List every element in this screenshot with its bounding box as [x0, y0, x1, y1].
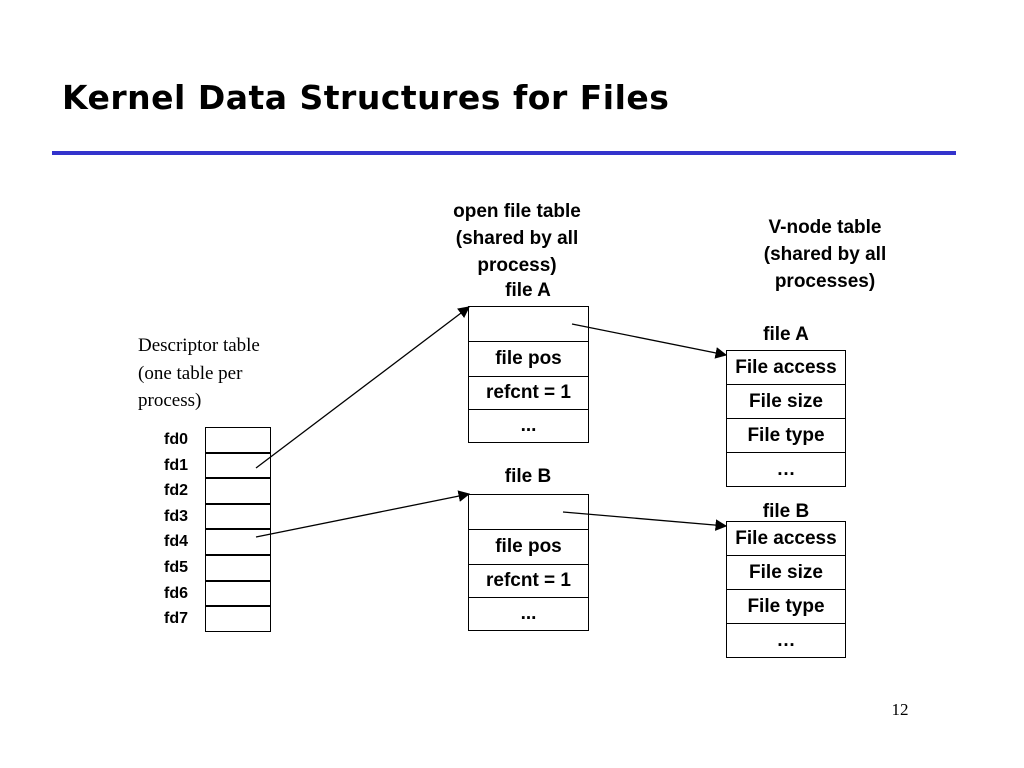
fd-label: fd7 — [164, 610, 188, 628]
page-title: Kernel Data Structures for Files — [62, 78, 670, 117]
page-number: 12 — [891, 700, 909, 719]
vnode-header-line-1: V-node table — [768, 217, 882, 238]
arrow-open-file-a-to-vnode-a — [571, 323, 728, 359]
fd-label: fd5 — [164, 559, 188, 576]
open-file-table-header: open file table (shared by all process) — [417, 198, 617, 279]
vnode-header-line-2: (shared by all — [763, 244, 887, 265]
vnode-table-header: V-node table (shared by all processes) — [725, 214, 925, 295]
open-file-b-field: file pos — [468, 529, 589, 565]
fd-label: fd0 — [164, 431, 188, 448]
vnode-header-line-3: processes) — [774, 271, 876, 292]
fd-label: fd1 — [164, 456, 188, 474]
open-file-b-label: file B — [504, 466, 552, 487]
fd-cell — [205, 478, 271, 504]
fd-cell — [205, 606, 271, 632]
vnode-a-field: File type — [726, 418, 846, 453]
descriptor-caption-line-3: process) — [138, 390, 202, 411]
arrow-open-file-b-to-vnode-b — [562, 511, 728, 531]
open-file-a-field: ... — [468, 409, 589, 443]
vnode-b-field: File access — [726, 521, 846, 556]
vnode-b-field: … — [726, 623, 846, 658]
open-file-b-field: ... — [468, 597, 589, 631]
vnode-a-field: File size — [726, 384, 846, 419]
fd-label: fd3 — [164, 507, 188, 525]
open-file-a-field — [468, 306, 589, 342]
vnode-a-field: File access — [726, 350, 846, 385]
open-file-a-label: file A — [505, 280, 551, 301]
fd-cell — [205, 529, 271, 555]
fd-cell — [205, 555, 271, 581]
vnode-b-label: file B — [762, 501, 810, 522]
vnode-b-field: File type — [726, 589, 846, 624]
vnode-a-label: file A — [763, 324, 809, 345]
open-file-header-line-1: open file table — [453, 201, 581, 222]
descriptor-caption-line-1: Descriptor table — [138, 335, 260, 356]
fd-label: fd4 — [164, 533, 188, 551]
fd-cell — [205, 580, 271, 607]
title-divider — [52, 151, 956, 155]
arrow-fd4-to-open-file-b — [255, 490, 471, 538]
fd-cell — [205, 427, 271, 453]
open-file-a-field: file pos — [468, 341, 589, 377]
arrow-fd1-to-open-file-a — [255, 306, 470, 469]
descriptor-caption-line-2: (one table per — [138, 362, 243, 384]
open-file-b-field: refcnt = 1 — [468, 564, 589, 598]
vnode-a-field: … — [726, 452, 846, 487]
open-file-header-line-3: process) — [477, 255, 557, 276]
open-file-header-line-2: (shared by all — [455, 228, 579, 249]
descriptor-table-caption: Descriptor table (one table per process) — [138, 332, 260, 415]
vnode-b-field: File size — [726, 555, 846, 590]
fd-label: fd2 — [164, 482, 188, 500]
fd-cell — [205, 503, 271, 530]
fd-label: fd6 — [164, 584, 188, 602]
